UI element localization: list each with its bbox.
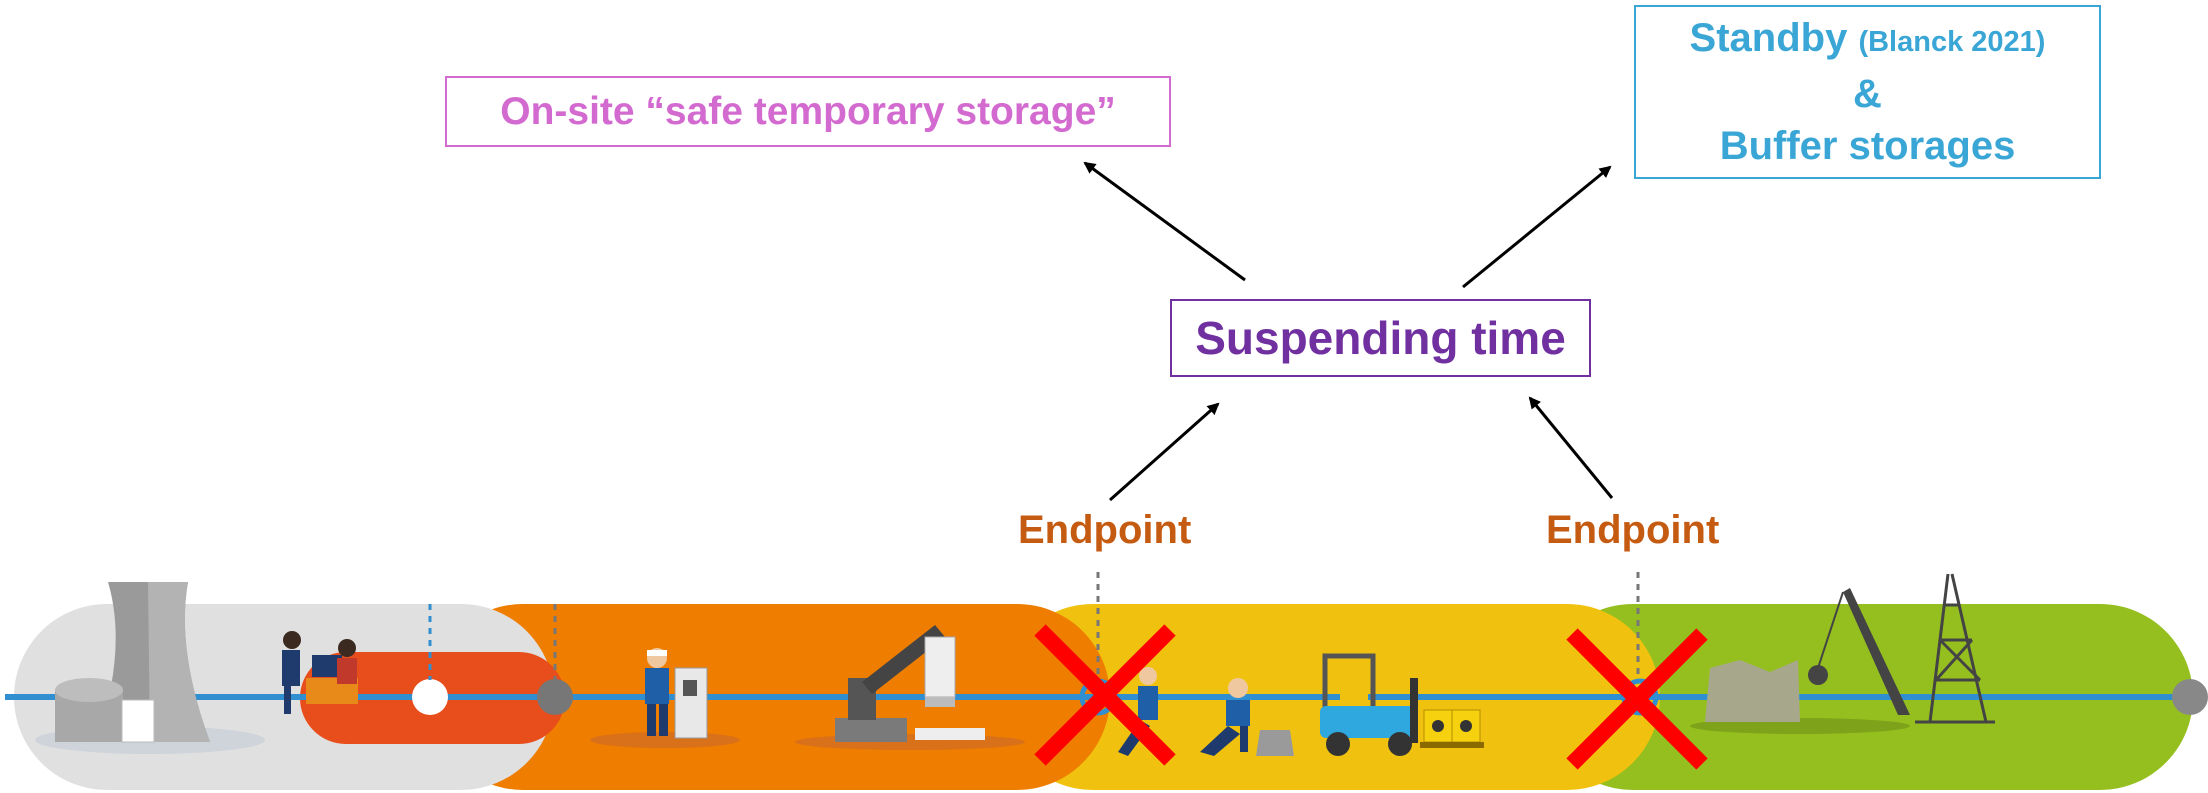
arrow-to-onsite [1083,161,1246,282]
standby-label: Standby [1689,16,1848,60]
radioactive-barrels-icon [1420,709,1484,748]
arrow-to-standby [1462,165,1612,289]
milestone-grey-1 [537,679,573,715]
endpoint-label-2: Endpoint [1546,508,1720,552]
office-workers-icon [282,631,358,714]
onsite-storage-label: On-site “safe temporary storage” [500,89,1116,133]
standby-ampersand: & [1853,72,1882,116]
endpoint-label-1: Endpoint [1018,508,1192,552]
standby-box: Standby (Blanck 2021) & Buffer storages [1634,5,2101,179]
arrows [1083,161,1614,502]
buffer-storages-label: Buffer storages [1719,124,2016,168]
suspending-time-box: Suspending time [1170,299,1591,377]
robot-arm-icon [795,625,1025,750]
suspending-time-label: Suspending time [1195,312,1566,364]
arrow-endpoint2-to-suspend [1528,396,1614,499]
cross-icon-endpoint-1 [1034,624,1176,766]
milestone-end [2172,679,2208,715]
arrow-endpoint1-to-suspend [1109,402,1220,502]
demolition-crane-icon [1690,588,1910,734]
standby-line: Standby (Blanck 2021) [1690,12,2046,68]
standby-reference: (Blanck 2021) [1858,26,2046,58]
technician-panel-icon [590,648,740,748]
onsite-storage-box: On-site “safe temporary storage” [445,76,1171,147]
kneeling-worker-icon [1118,667,1294,756]
milestone-white [412,679,448,715]
pylon-icon [1915,573,1995,724]
cooling-tower-icon [35,582,265,754]
forklift-icon [1320,653,1418,756]
cross-icon-endpoint-2 [1566,628,1708,770]
